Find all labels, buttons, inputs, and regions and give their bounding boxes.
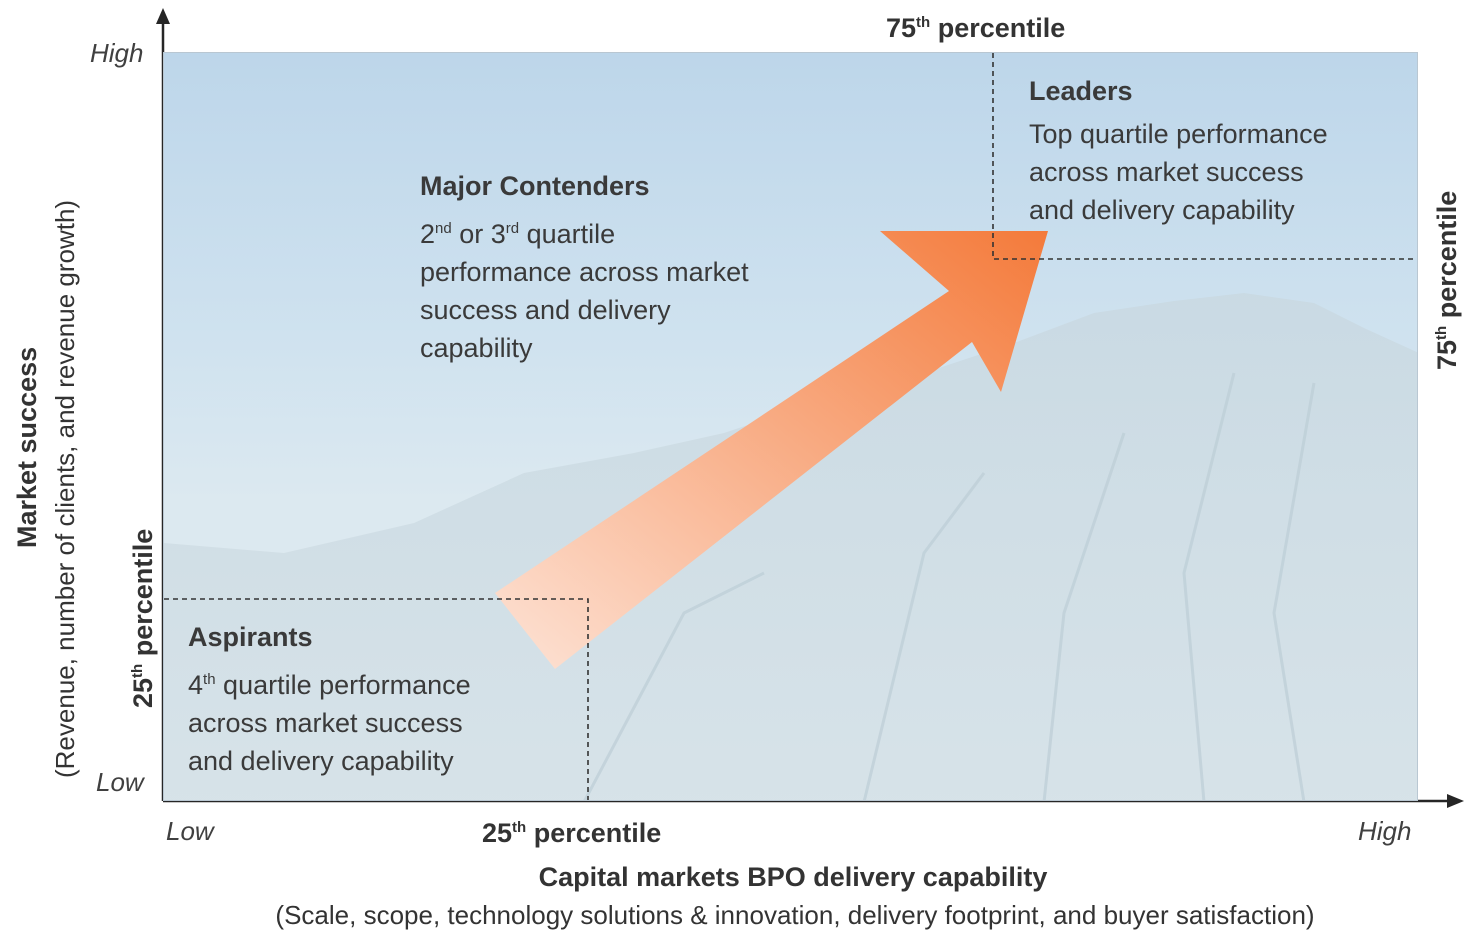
- mountain-background: [164, 53, 1417, 800]
- major-line: success and delivery: [420, 295, 671, 325]
- aspirants-line: and delivery capability: [188, 746, 454, 776]
- major-contenders-quadrant: Major Contenders 2nd or 3rd quartile per…: [420, 171, 840, 367]
- p25-word: percentile: [533, 818, 662, 848]
- x-axis-arrowhead: [1447, 794, 1464, 808]
- p25-left-label: 25th percentile: [128, 529, 159, 708]
- y-axis-title: Market success: [12, 346, 42, 548]
- p25-bottom-label: 25th percentile: [482, 818, 661, 849]
- x-high-label: High: [1358, 816, 1412, 846]
- major-num-2: 3: [490, 219, 506, 249]
- x-axis-subtitle: (Scale, scope, technology solutions & in…: [275, 900, 1315, 930]
- p75-word: percentile: [937, 13, 1066, 43]
- leaders-line: across market success: [1029, 157, 1304, 187]
- major-num-1: 2: [420, 219, 436, 249]
- progress-arrow: [495, 231, 1048, 669]
- major-contenders-description: 2nd or 3rd quartile performance across m…: [420, 210, 840, 367]
- p75-right-label: 75th percentile: [1432, 191, 1463, 370]
- p25-left-word: percentile: [128, 528, 158, 657]
- p75-right-word: percentile: [1432, 190, 1462, 319]
- major-line-first: 2nd or 3rd quartile: [420, 210, 840, 253]
- p25-dashed-boundary: [164, 598, 589, 800]
- p75-top-label: 75th percentile: [886, 13, 1065, 44]
- major-contenders-title: Major Contenders: [420, 171, 650, 201]
- major-sup-1: nd: [435, 220, 452, 237]
- y-high-label: High: [90, 38, 144, 68]
- p25-number: 25: [482, 818, 513, 848]
- leaders-quadrant: Leaders Top quartile performance across …: [1029, 76, 1409, 229]
- p75-right-suffix: th: [1433, 325, 1450, 340]
- plot-area: [163, 52, 1418, 801]
- aspirants-line-first: 4th quartile performance: [188, 661, 568, 704]
- x-low-label: Low: [166, 816, 214, 846]
- p75-right-number: 75: [1432, 339, 1462, 370]
- p25-left-number: 25: [128, 677, 158, 708]
- y-low-label: Low: [96, 767, 144, 797]
- aspirants-description: 4th quartile performance across market s…: [188, 661, 568, 780]
- aspirants-first: quartile performance: [215, 670, 471, 700]
- p75-suffix: th: [916, 14, 931, 31]
- y-axis-subtitle: (Revenue, number of clients, and revenue…: [50, 199, 80, 778]
- p25-left-suffix: th: [129, 663, 146, 678]
- major-line: capability: [420, 333, 533, 363]
- major-mid: or: [451, 219, 491, 249]
- aspirants-title: Aspirants: [188, 622, 313, 652]
- leaders-title: Leaders: [1029, 76, 1133, 106]
- p25-suffix: th: [512, 819, 527, 836]
- aspirants-quadrant: Aspirants 4th quartile performance acros…: [188, 622, 568, 780]
- aspirants-num: 4: [188, 670, 204, 700]
- major-line: performance across market: [420, 257, 749, 287]
- leaders-description: Top quartile performance across market s…: [1029, 115, 1409, 229]
- x-axis-title: Capital markets BPO delivery capability: [538, 862, 1048, 892]
- y-axis-arrowhead: [156, 8, 170, 24]
- aspirants-sup: th: [203, 671, 216, 688]
- leaders-line: Top quartile performance: [1029, 119, 1328, 149]
- p75-number: 75: [886, 13, 917, 43]
- leaders-line: and delivery capability: [1029, 195, 1295, 225]
- major-sup-2: rd: [505, 220, 520, 237]
- major-end: quartile: [519, 219, 616, 249]
- aspirants-line: across market success: [188, 708, 463, 738]
- p75-dashed-boundary: [992, 53, 1417, 260]
